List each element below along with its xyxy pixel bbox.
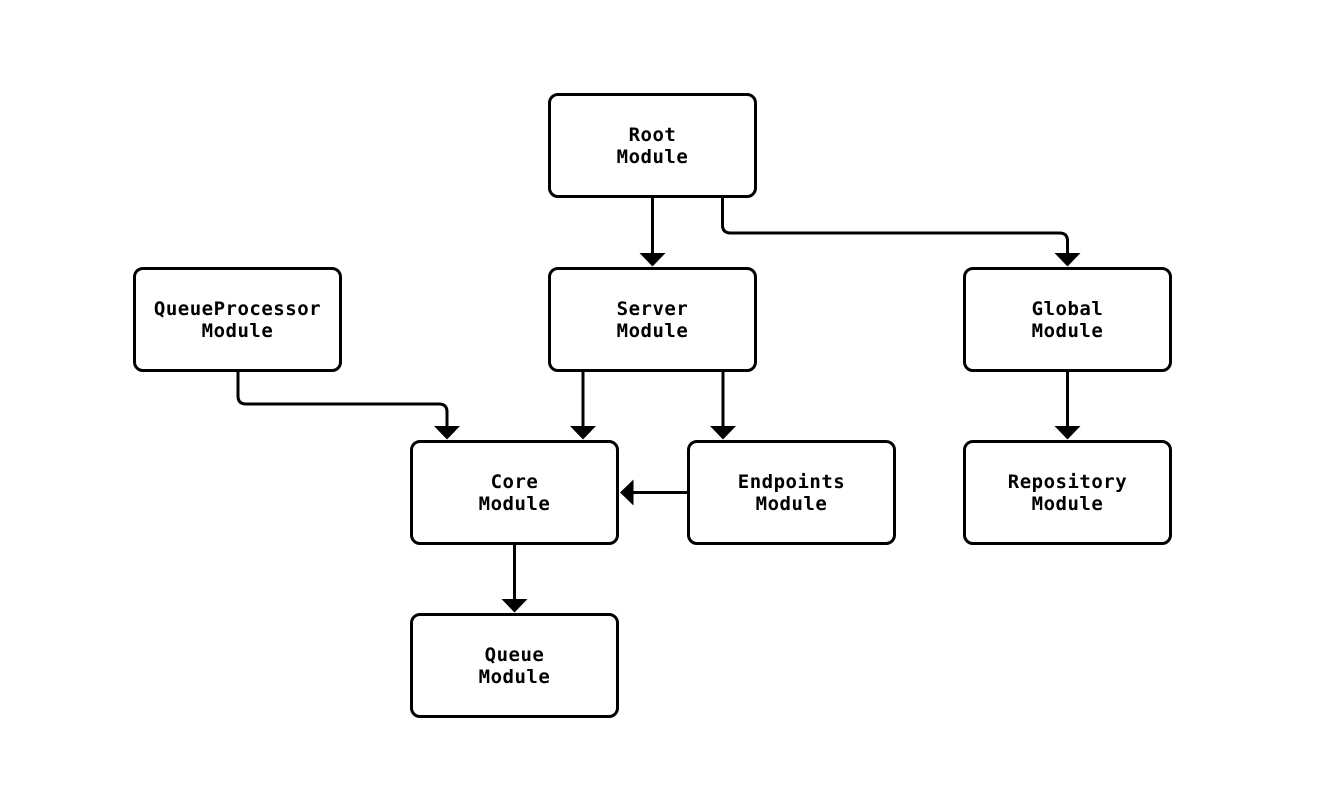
edge-root-to-global bbox=[721, 198, 1081, 267]
node-core-module-label-line1: Core bbox=[490, 470, 539, 493]
edge-server-to-core-arrowhead bbox=[570, 426, 596, 440]
node-server-module: Server Module bbox=[548, 267, 757, 372]
edge-endpoints-to-core bbox=[620, 479, 687, 506]
node-endpoints-module-label-line2: Module bbox=[755, 492, 828, 515]
node-root-module-label-line1: Root bbox=[628, 123, 677, 146]
node-queueprocessor-module-label-line2: Module bbox=[201, 319, 274, 342]
edge-server-to-endpoints bbox=[710, 372, 736, 440]
node-global-module-label-line1: Global bbox=[1031, 297, 1104, 320]
node-global-module: Global Module bbox=[963, 267, 1172, 372]
node-queueprocessor-module: QueueProcessor Module bbox=[133, 267, 342, 372]
node-repository-module: Repository Module bbox=[963, 440, 1172, 545]
edge-root-to-global-line bbox=[721, 198, 1069, 255]
edge-core-to-queue bbox=[501, 545, 528, 613]
node-server-module-label-line1: Server bbox=[616, 297, 689, 320]
edge-root-to-server bbox=[639, 198, 666, 267]
node-endpoints-module: Endpoints Module bbox=[687, 440, 896, 545]
node-root-module-label-line2: Module bbox=[616, 145, 689, 168]
edge-server-to-endpoints-arrowhead bbox=[710, 426, 736, 440]
edge-queueprocessor-to-core-arrowhead bbox=[434, 426, 460, 440]
edge-global-to-repository bbox=[1054, 372, 1081, 440]
node-global-module-label-line2: Module bbox=[1031, 319, 1104, 342]
node-core-module: Core Module bbox=[410, 440, 619, 545]
node-queueprocessor-module-label-line1: QueueProcessor bbox=[153, 297, 322, 320]
node-root-module: Root Module bbox=[548, 93, 757, 198]
node-server-module-label-line2: Module bbox=[616, 319, 689, 342]
edge-queueprocessor-to-core bbox=[236, 371, 460, 440]
edge-server-to-core bbox=[570, 372, 596, 440]
node-core-module-label-line2: Module bbox=[478, 492, 551, 515]
edge-root-to-server-arrowhead bbox=[639, 253, 666, 267]
edge-endpoints-to-core-arrowhead bbox=[620, 479, 634, 506]
node-repository-module-label-line1: Repository bbox=[1007, 470, 1128, 493]
edge-root-to-global-arrowhead bbox=[1054, 253, 1081, 267]
node-repository-module-label-line2: Module bbox=[1031, 492, 1104, 515]
node-endpoints-module-label-line1: Endpoints bbox=[737, 470, 846, 493]
edge-global-to-repository-arrowhead bbox=[1054, 426, 1081, 440]
edge-queueprocessor-to-core-line bbox=[236, 371, 449, 428]
node-queue-module: Queue Module bbox=[410, 613, 619, 718]
edge-core-to-queue-arrowhead bbox=[501, 599, 528, 613]
node-queue-module-label-line1: Queue bbox=[484, 643, 545, 666]
node-queue-module-label-line2: Module bbox=[478, 665, 551, 688]
